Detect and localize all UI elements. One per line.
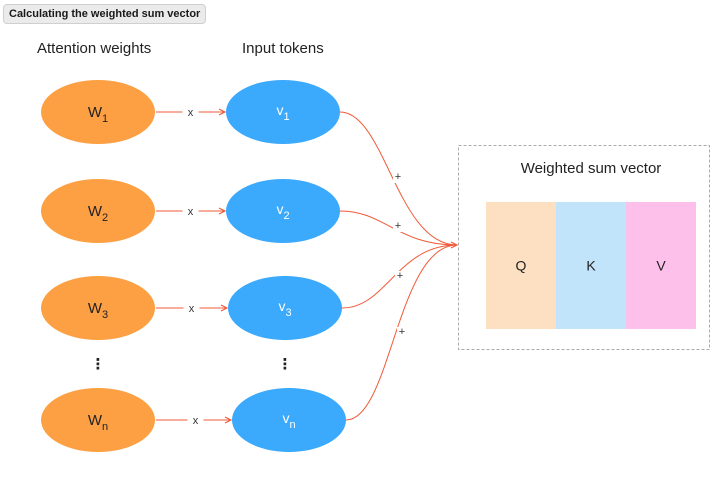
- sum-curve: [345, 244, 458, 421]
- sum-curve: [341, 244, 458, 309]
- vector-cell-label: K: [586, 258, 596, 274]
- weight-node: [41, 80, 155, 144]
- token-label: v3: [278, 298, 291, 319]
- row-2: W2 v2 x: [41, 179, 340, 243]
- token-label: v2: [276, 201, 289, 222]
- row-1: W1 v1 x: [41, 80, 340, 144]
- sum-curve: [339, 111, 457, 245]
- weights-ellipsis: ⋮: [91, 356, 106, 373]
- token-node: [226, 80, 340, 144]
- vector-cell-fill: [556, 202, 626, 329]
- multiply-operator: x: [193, 415, 199, 427]
- token-label: v1: [276, 102, 289, 123]
- weight-label: W1: [88, 104, 108, 125]
- token-label: vn: [282, 410, 295, 431]
- multiply-operator: x: [188, 107, 194, 119]
- token-node: [232, 388, 346, 452]
- sum-curve: [339, 210, 458, 246]
- diagram-title: Calculating the weighted sum vector: [3, 4, 207, 24]
- add-operator: +: [397, 270, 403, 282]
- plus-halo: [393, 172, 403, 183]
- add-operator: +: [395, 171, 401, 183]
- plus-halo: [395, 271, 405, 282]
- weight-label: Wn: [88, 412, 108, 433]
- vector-cell-v: V: [626, 202, 696, 329]
- vector-cell-label: V: [656, 258, 666, 274]
- plus-halo: [393, 221, 403, 232]
- tokens-ellipsis: ⋮: [278, 356, 293, 373]
- token-node: [228, 276, 342, 340]
- token-node: [226, 179, 340, 243]
- add-operator: +: [399, 326, 405, 338]
- weight-label: W3: [88, 300, 108, 321]
- input-tokens-header: Input tokens: [242, 40, 324, 57]
- row-4: Wn vn x: [41, 388, 346, 452]
- vector-cell-q: Q: [486, 202, 556, 329]
- vector-cell-k: K: [556, 202, 626, 329]
- weight-node: [41, 276, 155, 340]
- vector-cell-fill: [626, 202, 696, 329]
- multiply-operator: x: [188, 206, 194, 218]
- vector-cell-fill: [486, 202, 556, 329]
- weight-node: [41, 179, 155, 243]
- plus-halo: [397, 327, 407, 338]
- row-3: W3 v3 x: [41, 276, 342, 340]
- weight-label: W2: [88, 203, 108, 224]
- multiply-operator: x: [189, 303, 195, 315]
- weighted-sum-box: [458, 145, 710, 350]
- weight-node: [41, 388, 155, 452]
- add-operator: +: [395, 220, 401, 232]
- vector-cell-label: Q: [516, 258, 527, 274]
- weighted-sum-title: Weighted sum vector: [521, 160, 662, 177]
- attention-weights-header: Attention weights: [37, 40, 152, 57]
